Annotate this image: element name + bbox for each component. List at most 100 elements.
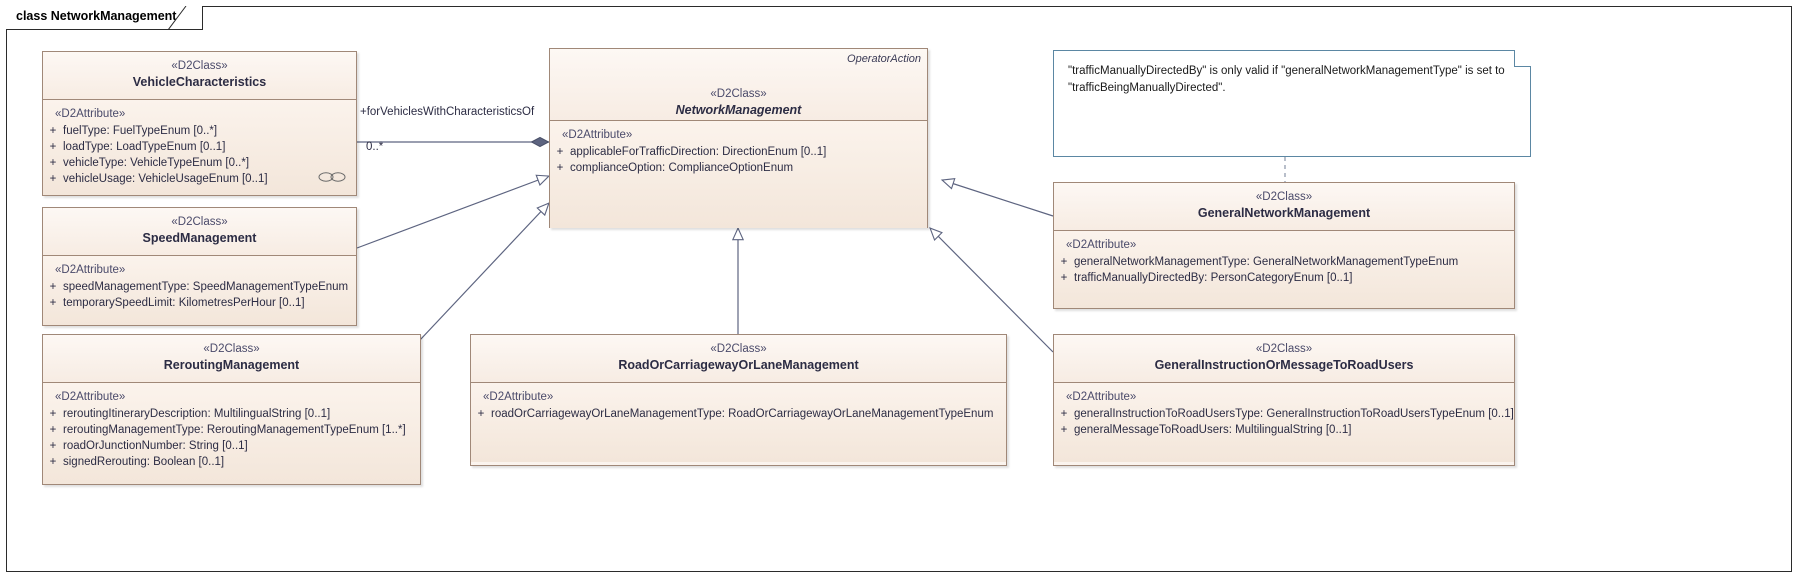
attribute-row: + roadOrJunctionNumber: String [0..1]: [43, 438, 420, 454]
class-stereotype: «D2Class»: [710, 343, 767, 355]
parent-package-tag: OperatorAction: [847, 53, 921, 65]
class-attributes: «D2Attribute» + speedManagementType: Spe…: [43, 256, 356, 325]
note-line-1: "trafficManuallyDirectedBy" is only vali…: [1068, 65, 1505, 77]
attribute-visibility: +: [556, 162, 564, 174]
attribute-text: loadType: LoadTypeEnum [0..1]: [63, 141, 226, 153]
class-title: ReroutingManagement: [163, 358, 300, 372]
class-header: OperatorAction «D2Class» NetworkManageme…: [550, 49, 927, 121]
class-roadorcarriagewayorlanemanagement[interactable]: «D2Class» RoadOrCarriagewayOrLaneManagem…: [470, 334, 1007, 466]
note-line-2: "trafficBeingManuallyDirected".: [1068, 82, 1226, 94]
attribute-row: + generalMessageToRoadUsers: Multilingua…: [1054, 422, 1514, 438]
class-header: «D2Class» GeneralInstructionOrMessageToR…: [1054, 335, 1514, 383]
class-networkmanagement[interactable]: OperatorAction «D2Class» NetworkManageme…: [549, 48, 928, 228]
attribute-visibility: +: [49, 125, 57, 137]
attribute-stereotype: «D2Attribute»: [55, 264, 126, 276]
attribute-visibility: +: [1060, 272, 1068, 284]
attribute-row: + reroutingManagementType: ReroutingMana…: [43, 422, 420, 438]
attribute-text: roadOrCarriagewayOrLaneManagementType: R…: [491, 408, 994, 420]
attribute-row: + roadOrCarriagewayOrLaneManagementType:…: [471, 406, 1006, 422]
association-link-icon: [318, 172, 346, 182]
class-header: «D2Class» RoadOrCarriagewayOrLaneManagem…: [471, 335, 1006, 383]
attribute-text: vehicleUsage: VehicleUsageEnum [0..1]: [63, 173, 268, 185]
attribute-stereotype: «D2Attribute»: [483, 391, 554, 403]
edge-label-association-multiplicity: 0..*: [366, 141, 384, 153]
attribute-row: + speedManagementType: SpeedManagementTy…: [43, 279, 356, 295]
attribute-stereotype: «D2Attribute»: [562, 129, 633, 141]
class-attributes: «D2Attribute» + fuelType: FuelTypeEnum […: [43, 100, 356, 195]
attribute-visibility: +: [49, 408, 57, 420]
class-header: «D2Class» SpeedManagement: [43, 208, 356, 256]
class-header: «D2Class» GeneralNetworkManagement: [1054, 183, 1514, 231]
class-header: «D2Class» VehicleCharacteristics: [43, 52, 356, 100]
note-fold-icon: [1514, 50, 1531, 67]
attribute-row: + vehicleUsage: VehicleUsageEnum [0..1]: [43, 171, 356, 187]
class-attributes: «D2Attribute» + reroutingItineraryDescri…: [43, 383, 420, 484]
class-title: NetworkManagement: [675, 103, 802, 117]
class-title: VehicleCharacteristics: [132, 75, 267, 89]
attribute-text: speedManagementType: SpeedManagementType…: [63, 281, 349, 293]
class-title: GeneralInstructionOrMessageToRoadUsers: [1154, 358, 1414, 372]
attribute-row: + signedRerouting: Boolean [0..1]: [43, 454, 420, 470]
class-reroutingmanagement[interactable]: «D2Class» ReroutingManagement «D2Attribu…: [42, 334, 421, 485]
attribute-visibility: +: [556, 146, 564, 158]
attribute-text: generalNetworkManagementType: GeneralNet…: [1074, 256, 1459, 268]
attribute-text: roadOrJunctionNumber: String [0..1]: [63, 440, 248, 452]
attribute-stereotype: «D2Attribute»: [55, 391, 126, 403]
class-stereotype: «D2Class»: [710, 88, 767, 100]
attribute-row: + reroutingItineraryDescription: Multili…: [43, 406, 420, 422]
attribute-visibility: +: [1060, 256, 1068, 268]
class-attributes: «D2Attribute» + roadOrCarriagewayOrLaneM…: [471, 383, 1006, 462]
attribute-row: + loadType: LoadTypeEnum [0..1]: [43, 139, 356, 155]
attribute-row: + complianceOption: ComplianceOptionEnum: [550, 160, 927, 176]
class-stereotype: «D2Class»: [1255, 343, 1313, 355]
attribute-visibility: +: [477, 408, 485, 420]
class-stereotype: «D2Class»: [171, 60, 228, 72]
attribute-visibility: +: [1060, 424, 1068, 436]
attribute-visibility: +: [49, 297, 57, 309]
attribute-text: temporarySpeedLimit: KilometresPerHour […: [63, 297, 305, 309]
attribute-row: + fuelType: FuelTypeEnum [0..*]: [43, 123, 356, 139]
attribute-text: vehicleType: VehicleTypeEnum [0..*]: [63, 157, 250, 169]
class-generalinstructionormessagetoroadusers[interactable]: «D2Class» GeneralInstructionOrMessageToR…: [1053, 334, 1515, 466]
attribute-row: + generalNetworkManagementType: GeneralN…: [1054, 254, 1514, 270]
class-title: RoadOrCarriagewayOrLaneManagement: [618, 358, 859, 372]
attribute-row: + temporarySpeedLimit: KilometresPerHour…: [43, 295, 356, 311]
attribute-text: reroutingItineraryDescription: Multiling…: [63, 408, 331, 420]
class-stereotype: «D2Class»: [1255, 191, 1313, 203]
attribute-text: applicableForTrafficDirection: Direction…: [570, 146, 827, 158]
attribute-text: complianceOption: ComplianceOptionEnum: [570, 162, 794, 174]
attribute-visibility: +: [49, 440, 57, 452]
class-generalnetworkmanagement[interactable]: «D2Class» GeneralNetworkManagement «D2At…: [1053, 182, 1515, 309]
note-trafficmanuallydirectedby[interactable]: "trafficManuallyDirectedBy" is only vali…: [1053, 50, 1531, 157]
attribute-stereotype: «D2Attribute»: [55, 108, 126, 120]
diagram-frame-label: class NetworkManagement: [6, 6, 204, 30]
class-header: «D2Class» ReroutingManagement: [43, 335, 420, 383]
class-speedmanagement[interactable]: «D2Class» SpeedManagement «D2Attribute» …: [42, 207, 357, 326]
attribute-text: reroutingManagementType: ReroutingManage…: [63, 424, 406, 436]
class-title: GeneralNetworkManagement: [1197, 206, 1371, 220]
attribute-visibility: +: [49, 456, 57, 468]
class-stereotype: «D2Class»: [203, 343, 260, 355]
class-vehiclecharacteristics[interactable]: «D2Class» VehicleCharacteristics «D2Attr…: [42, 51, 357, 196]
class-attributes: «D2Attribute» + applicableForTrafficDire…: [550, 121, 927, 228]
attribute-visibility: +: [49, 157, 57, 169]
attribute-row: + trafficManuallyDirectedBy: PersonCateg…: [1054, 270, 1514, 286]
attribute-text: generalMessageToRoadUsers: MultilingualS…: [1074, 424, 1352, 436]
attribute-text: signedRerouting: Boolean [0..1]: [63, 456, 225, 468]
attribute-visibility: +: [49, 141, 57, 153]
edge-label-association-role: +forVehiclesWithCharacteristicsOf: [360, 106, 535, 118]
attribute-visibility: +: [49, 281, 57, 293]
class-title: SpeedManagement: [142, 231, 257, 245]
class-attributes: «D2Attribute» + generalNetworkManagement…: [1054, 231, 1514, 308]
attribute-text: fuelType: FuelTypeEnum [0..*]: [63, 125, 218, 137]
attribute-row: + generalInstructionToRoadUsersType: Gen…: [1054, 406, 1514, 422]
attribute-text: generalInstructionToRoadUsersType: Gener…: [1074, 408, 1514, 420]
attribute-stereotype: «D2Attribute»: [1066, 391, 1137, 403]
class-stereotype: «D2Class»: [171, 216, 228, 228]
attribute-row: + applicableForTrafficDirection: Directi…: [550, 144, 927, 160]
attribute-visibility: +: [49, 173, 57, 185]
attribute-text: trafficManuallyDirectedBy: PersonCategor…: [1074, 272, 1353, 284]
attribute-visibility: +: [1060, 408, 1068, 420]
attribute-stereotype: «D2Attribute»: [1066, 239, 1137, 251]
class-attributes: «D2Attribute» + generalInstructionToRoad…: [1054, 383, 1514, 462]
